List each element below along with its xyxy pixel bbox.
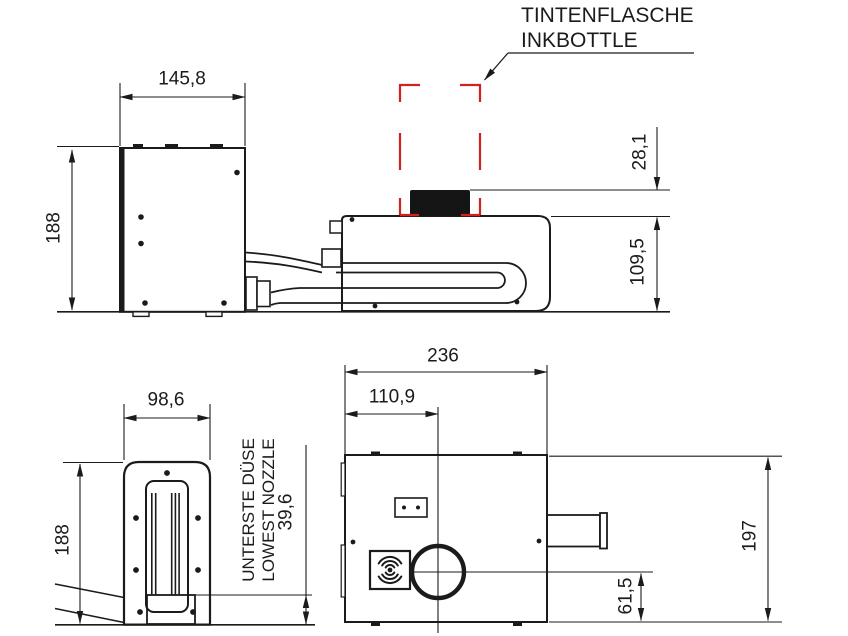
bottle-hole [409,543,467,601]
body-left-notch [329,220,343,234]
callout-inkbottle-de: TINTENFLASCHE [521,4,694,27]
ink-bottle-cap [410,190,470,216]
dim-label-bottle-center: 110,9 [368,386,416,408]
ink-bottle-outline [398,83,482,217]
substrate-lines [54,583,125,624]
control-unit-box [119,144,271,318]
dim-label-connector-offset: 61,5 [615,577,637,615]
left-rail-lower [340,544,346,598]
small-connector [394,497,428,518]
printhead-front [122,460,212,626]
dim-head-width [123,404,211,460]
dim-control-unit-height [57,145,119,311]
lowest-nozzle-note-de: UNTERSTE DÜSE [238,438,258,582]
controller-top [340,407,653,633]
ink-tube-loop-inner [270,271,506,294]
dim-label-cap-height: 28,1 [629,133,651,171]
side-connector [546,512,608,550]
callout-inkbottle-en: INKBOTTLE [521,29,638,52]
dim-label-body-depth: 197 [739,520,761,552]
tube-coupling-inner [256,280,271,308]
dim-label-body-height: 109,5 [627,238,649,286]
dim-head-height [63,461,123,624]
dim-label-control-unit-width: 145,8 [158,68,206,90]
dim-body-length [344,365,548,454]
ink-tube [245,248,527,306]
top-view [340,365,782,633]
dim-control-unit-width [119,83,246,146]
nozzle-slots [151,493,180,595]
ink-tube-loop-outer [270,262,527,306]
dim-label-lowest-nozzle: 39,6 [275,493,297,531]
dim-label-head-width: 98,6 [147,389,185,411]
tube-coupling-outer [245,276,258,311]
foot-left [132,311,150,318]
ultrasonic-icon [368,549,412,591]
dim-cap-and-body-height [470,127,670,311]
control-unit-thick-edge [119,148,125,312]
lowest-nozzle-note: UNTERSTE DÜSE LOWEST NOZZLE [239,438,279,582]
callout-leader [484,52,694,81]
tube-fitting [321,248,342,268]
dim-label-control-unit-height: 188 [43,212,65,244]
dim-body-depth [549,455,782,623]
foot-right [205,311,223,318]
dim-label-body-length: 236 [427,345,459,367]
front-view [54,404,315,626]
side-view [57,52,694,318]
dim-label-head-height: 188 [52,524,74,556]
left-rail-upper [340,462,346,497]
